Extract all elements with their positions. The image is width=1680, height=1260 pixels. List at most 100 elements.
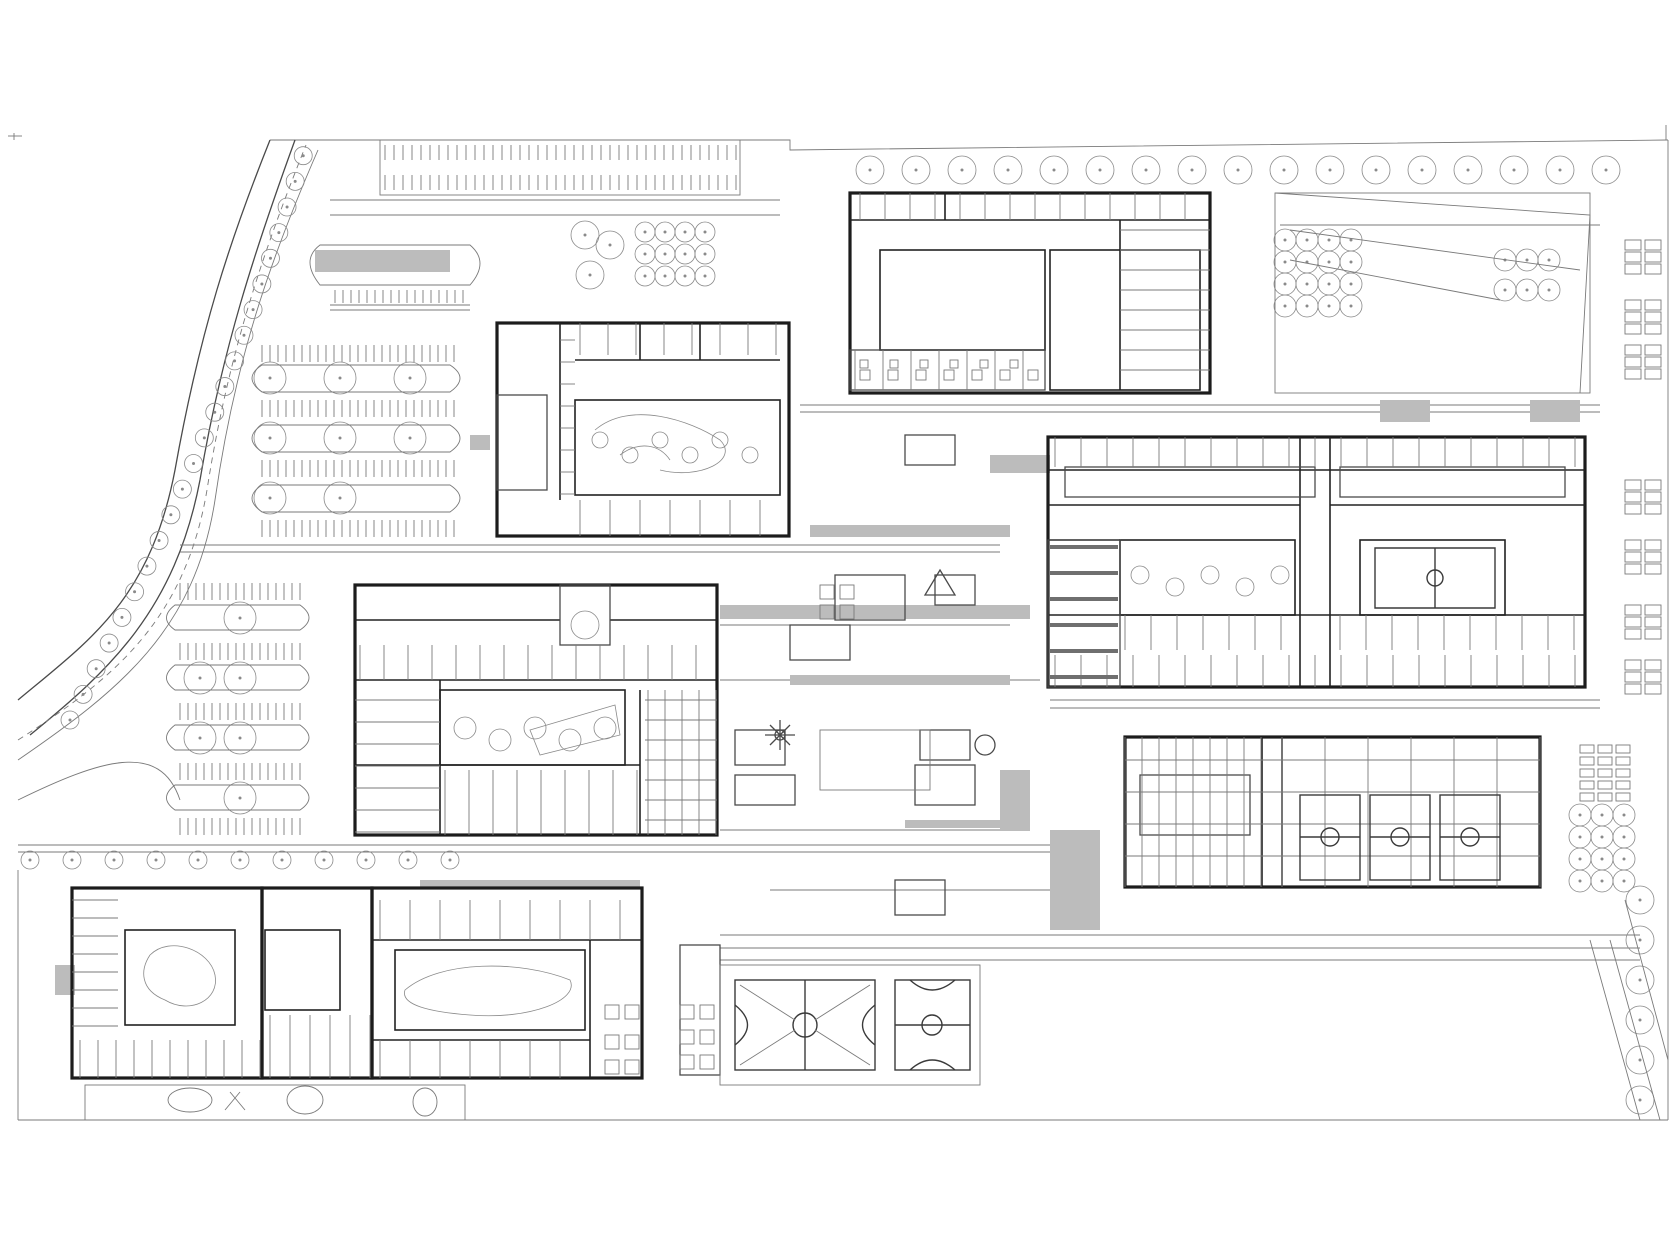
tree-trunk-dot — [1600, 857, 1604, 861]
parking-stall — [1644, 628, 1662, 640]
tree-trunk-dot — [133, 590, 137, 594]
tree-grove-east — [1568, 803, 1636, 893]
parking-stall — [1624, 616, 1642, 628]
site-symbol — [819, 604, 835, 620]
tree-trunk-dot — [1547, 288, 1551, 292]
parking-stall — [1644, 503, 1662, 515]
tree-symbol — [901, 155, 931, 185]
tree-symbol — [694, 265, 716, 287]
tree-symbol — [184, 454, 203, 473]
tree-trunk-dot — [1638, 1058, 1642, 1062]
parking-stalls-north — [334, 145, 737, 303]
tree-trunk-dot — [1578, 835, 1582, 839]
tree-trunk-dot — [238, 796, 242, 800]
tree-trunk-dot — [1622, 857, 1626, 861]
tree-symbol — [225, 351, 244, 371]
tree-trunk-dot — [233, 359, 237, 363]
tree-trunk-dot — [1547, 258, 1551, 262]
tree-symbol — [1612, 869, 1636, 893]
tree-row-north-edge — [855, 155, 1621, 185]
playground-star — [765, 568, 996, 756]
courtyard-tree — [621, 446, 639, 464]
tree-trunk-dot — [338, 436, 342, 440]
tree-symbol — [1625, 1005, 1655, 1035]
tree-trunk-dot — [643, 230, 647, 234]
curved-access-road — [17, 139, 319, 801]
parking-stall — [1624, 628, 1642, 640]
site-symbol — [604, 1059, 620, 1075]
tree-trunk-dot — [1349, 304, 1353, 308]
tree-symbol — [1085, 155, 1115, 185]
tree-grove-northeast — [1273, 228, 1561, 318]
tree-symbol — [1625, 925, 1655, 955]
site-symbol — [624, 1004, 640, 1020]
site-symbol — [819, 584, 835, 600]
courtyard-tree — [453, 716, 477, 740]
parking-stall — [1579, 756, 1595, 766]
courtyard-tree — [1235, 577, 1255, 597]
parking-stall — [1624, 356, 1642, 368]
tree-trunk-dot — [268, 376, 272, 380]
tree-trunk-dot — [70, 858, 74, 862]
tree-trunk-dot — [238, 858, 242, 862]
parking-stall — [1644, 551, 1662, 563]
tree-trunk-dot — [68, 718, 72, 722]
tree-trunk-dot — [960, 168, 964, 172]
tree-symbol — [1625, 1045, 1655, 1075]
tree-symbol — [230, 850, 250, 870]
parking-stall — [1624, 239, 1642, 251]
tree-symbol — [575, 260, 605, 290]
building-central-west-grid — [645, 690, 717, 835]
courtyard-tree — [488, 728, 512, 752]
tree-trunk-dot — [293, 179, 297, 183]
stair-stripe — [1050, 649, 1118, 653]
tree-trunk-dot — [868, 168, 872, 172]
landscape-southwest — [84, 1084, 466, 1121]
tree-symbol — [1545, 155, 1575, 185]
column-marker — [999, 369, 1011, 381]
tree-trunk-dot — [238, 616, 242, 620]
tree-trunk-dot — [1512, 168, 1516, 172]
tree-symbol — [293, 146, 313, 166]
parking-stall — [1624, 479, 1642, 491]
stair-stripe — [1050, 623, 1118, 627]
tree-trunk-dot — [260, 282, 264, 286]
site-symbol — [624, 1034, 640, 1050]
parking-islands — [166, 364, 461, 811]
plaza-hatch-strips — [55, 400, 1580, 995]
tree-trunk-dot — [107, 641, 111, 645]
tree-symbol — [223, 721, 257, 755]
building-east-school-rooms — [1054, 437, 1576, 687]
parking-stall — [1597, 768, 1613, 778]
tree-trunk-dot — [703, 274, 707, 278]
column-marker — [1027, 369, 1039, 381]
tree-trunk-dot — [1578, 813, 1582, 817]
tree-trunk-dot — [338, 496, 342, 500]
building-sports-hall — [848, 191, 1212, 395]
parking-stall — [1624, 323, 1642, 335]
tree-trunk-dot — [1600, 813, 1604, 817]
tree-symbol — [269, 223, 289, 243]
courtyard-tree — [1130, 565, 1150, 585]
site-symbol — [699, 1029, 715, 1045]
tree-trunk-dot — [1638, 1098, 1642, 1102]
tree-symbol — [356, 850, 376, 870]
tree-trunk-dot — [81, 692, 85, 696]
tree-trunk-dot — [1503, 288, 1507, 292]
parking-stall — [1624, 344, 1642, 356]
column-marker — [859, 369, 871, 381]
tree-trunk-dot — [198, 736, 202, 740]
tree-trunk-dot — [1006, 168, 1010, 172]
parking-stall — [1624, 368, 1642, 380]
parking-stall — [1624, 539, 1642, 551]
road-tree-row — [60, 146, 313, 730]
tree-symbol — [172, 479, 192, 499]
parking-stall — [1644, 491, 1662, 503]
tree-symbol — [1315, 155, 1345, 185]
tree-trunk-dot — [1283, 260, 1287, 264]
parking-stall — [1624, 299, 1642, 311]
site-symbol — [679, 1054, 695, 1070]
tree-symbol — [314, 850, 334, 870]
stair-stripe — [1050, 545, 1118, 549]
